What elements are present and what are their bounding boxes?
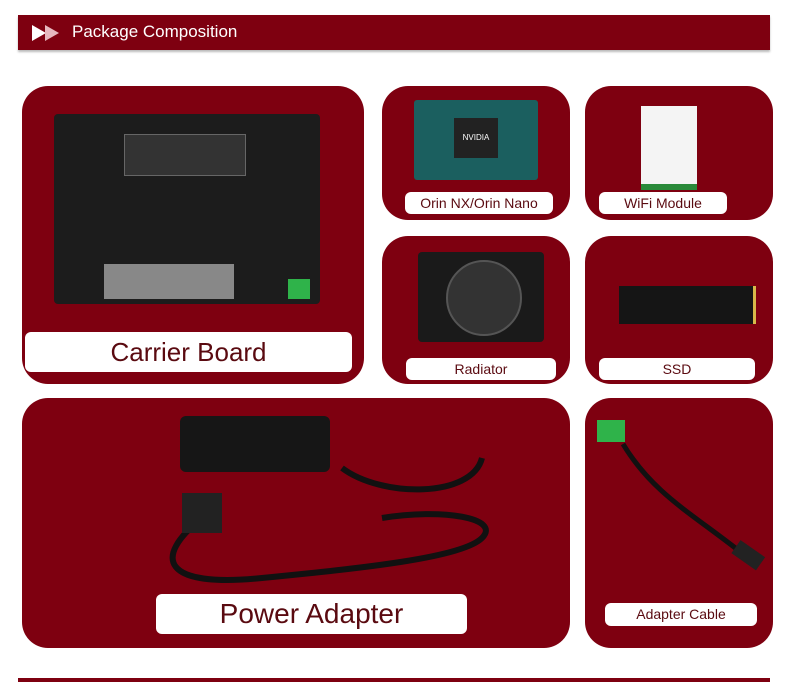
arrow-icon bbox=[32, 25, 46, 41]
radiator-label: Radiator bbox=[406, 358, 556, 380]
radiator-image bbox=[418, 252, 544, 342]
power-adapter-image bbox=[180, 416, 330, 472]
power-cable-image bbox=[169, 456, 489, 583]
wifi-module-image bbox=[641, 106, 697, 190]
arrow-icon bbox=[45, 25, 59, 41]
bottom-divider bbox=[18, 678, 770, 682]
orin-panel: NVIDIA Orin NX/Orin Nano bbox=[382, 86, 570, 220]
adapter-cable-panel: Adapter Cable bbox=[585, 398, 773, 648]
power-adapter-label: Power Adapter bbox=[156, 594, 467, 634]
radiator-panel: Radiator bbox=[382, 236, 570, 384]
ssd-label: SSD bbox=[599, 358, 755, 380]
wifi-label: WiFi Module bbox=[599, 192, 727, 214]
orin-module-image: NVIDIA bbox=[414, 100, 538, 180]
section-title: Package Composition bbox=[72, 22, 238, 41]
carrier-board-label: Carrier Board bbox=[25, 332, 352, 372]
section-header: Package Composition bbox=[18, 15, 770, 50]
carrier-board-image bbox=[54, 114, 320, 304]
adapter-cable-label: Adapter Cable bbox=[605, 603, 757, 626]
power-adapter-panel: Power Adapter bbox=[22, 398, 570, 648]
ssd-panel: SSD bbox=[585, 236, 773, 384]
wifi-panel: WiFi Module bbox=[585, 86, 773, 220]
adapter-cable-image bbox=[597, 420, 766, 571]
ssd-image bbox=[619, 286, 756, 324]
carrier-board-panel: Carrier Board bbox=[22, 86, 364, 384]
orin-label: Orin NX/Orin Nano bbox=[405, 192, 553, 214]
